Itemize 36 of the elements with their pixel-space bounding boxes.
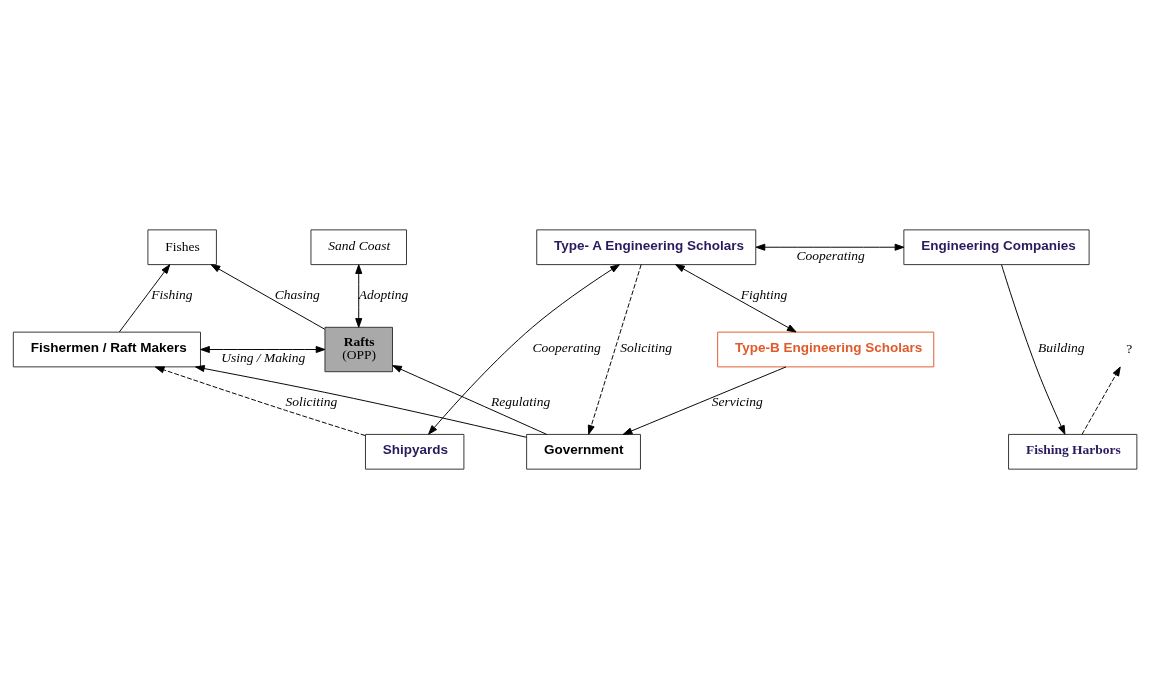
arrow — [587, 264, 642, 435]
arrow — [755, 243, 905, 251]
arrow — [200, 345, 326, 354]
arrow — [210, 264, 326, 330]
node-box: Shipyards — [365, 433, 465, 470]
arrow — [1081, 366, 1121, 435]
node-box: Type- A Engineering Scholars — [536, 229, 757, 266]
arrow — [428, 264, 620, 435]
arrow — [118, 264, 171, 333]
arrow — [622, 366, 787, 435]
edge-label: Servicing — [711, 393, 763, 409]
edge-label: Using / Making — [221, 350, 306, 366]
node-box: Fishermen / Raft Makers — [12, 331, 201, 368]
edge-label: Fishing — [151, 286, 193, 302]
edge-label: Cooperating — [532, 340, 601, 356]
arrow — [392, 365, 548, 435]
node-box: Fishing Harbors — [1008, 433, 1138, 470]
node-box: Sand Coast — [310, 229, 407, 266]
edge-label: Building — [1037, 340, 1085, 356]
arrow — [1001, 264, 1066, 435]
node-text: ? — [1126, 341, 1133, 357]
node-box: Government — [526, 433, 641, 470]
edge-label: Soliciting — [285, 393, 338, 409]
edge-label: Cooperating — [796, 247, 865, 263]
edge-label: Soliciting — [620, 340, 672, 356]
node-box: Rafts (OPP) — [324, 326, 393, 373]
arrow — [195, 365, 527, 438]
edge-label: Fighting — [740, 286, 788, 302]
edge-label: Regulating — [490, 393, 551, 409]
arrow — [355, 264, 363, 328]
node-box: Type-B Engineering Scholars — [717, 331, 935, 368]
node-box: Engineering Companies — [903, 229, 1090, 266]
arrow — [675, 264, 797, 333]
edge-label: Chasing — [274, 286, 320, 302]
node-box: Fishes — [147, 229, 217, 266]
arrow — [154, 366, 366, 437]
